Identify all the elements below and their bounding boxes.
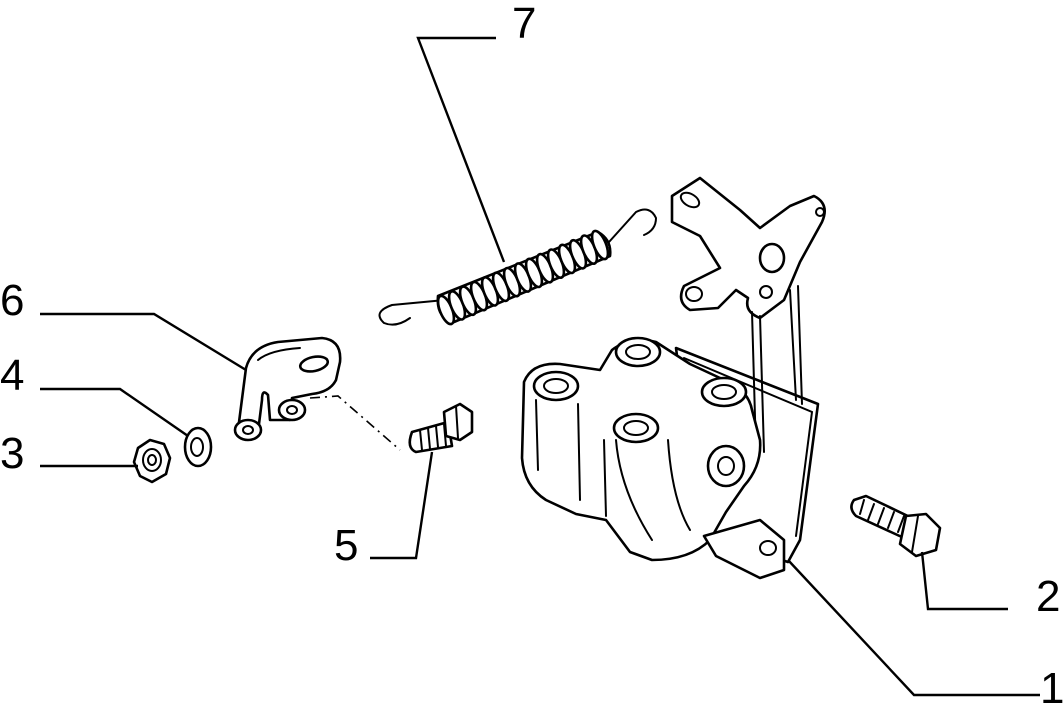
spring-coil xyxy=(590,229,610,261)
leader-lines xyxy=(40,36,1040,697)
part-4-washer xyxy=(183,426,213,468)
callout-7: 7 xyxy=(512,0,536,48)
callout-5: 5 xyxy=(334,521,358,570)
callout-3: 3 xyxy=(0,429,24,478)
part-2-bolt xyxy=(850,494,942,558)
leader-1 xyxy=(787,559,1040,697)
leader-2 xyxy=(920,551,1008,611)
callout-1: 1 xyxy=(1040,664,1063,706)
leader-4 xyxy=(40,387,189,437)
leader-6 xyxy=(40,312,247,372)
callout-6: 6 xyxy=(0,276,24,325)
assembly-axis-line xyxy=(309,395,401,451)
part-6-bracket xyxy=(233,336,342,442)
part-7-spring xyxy=(378,208,658,326)
callout-2: 2 xyxy=(1036,572,1060,621)
part-3-nut xyxy=(132,438,172,484)
leader-7 xyxy=(416,36,506,263)
part-5-bolt xyxy=(408,402,474,454)
callout-4: 4 xyxy=(0,351,24,400)
leader-5 xyxy=(370,451,434,560)
part-1-valve-body xyxy=(520,176,826,580)
